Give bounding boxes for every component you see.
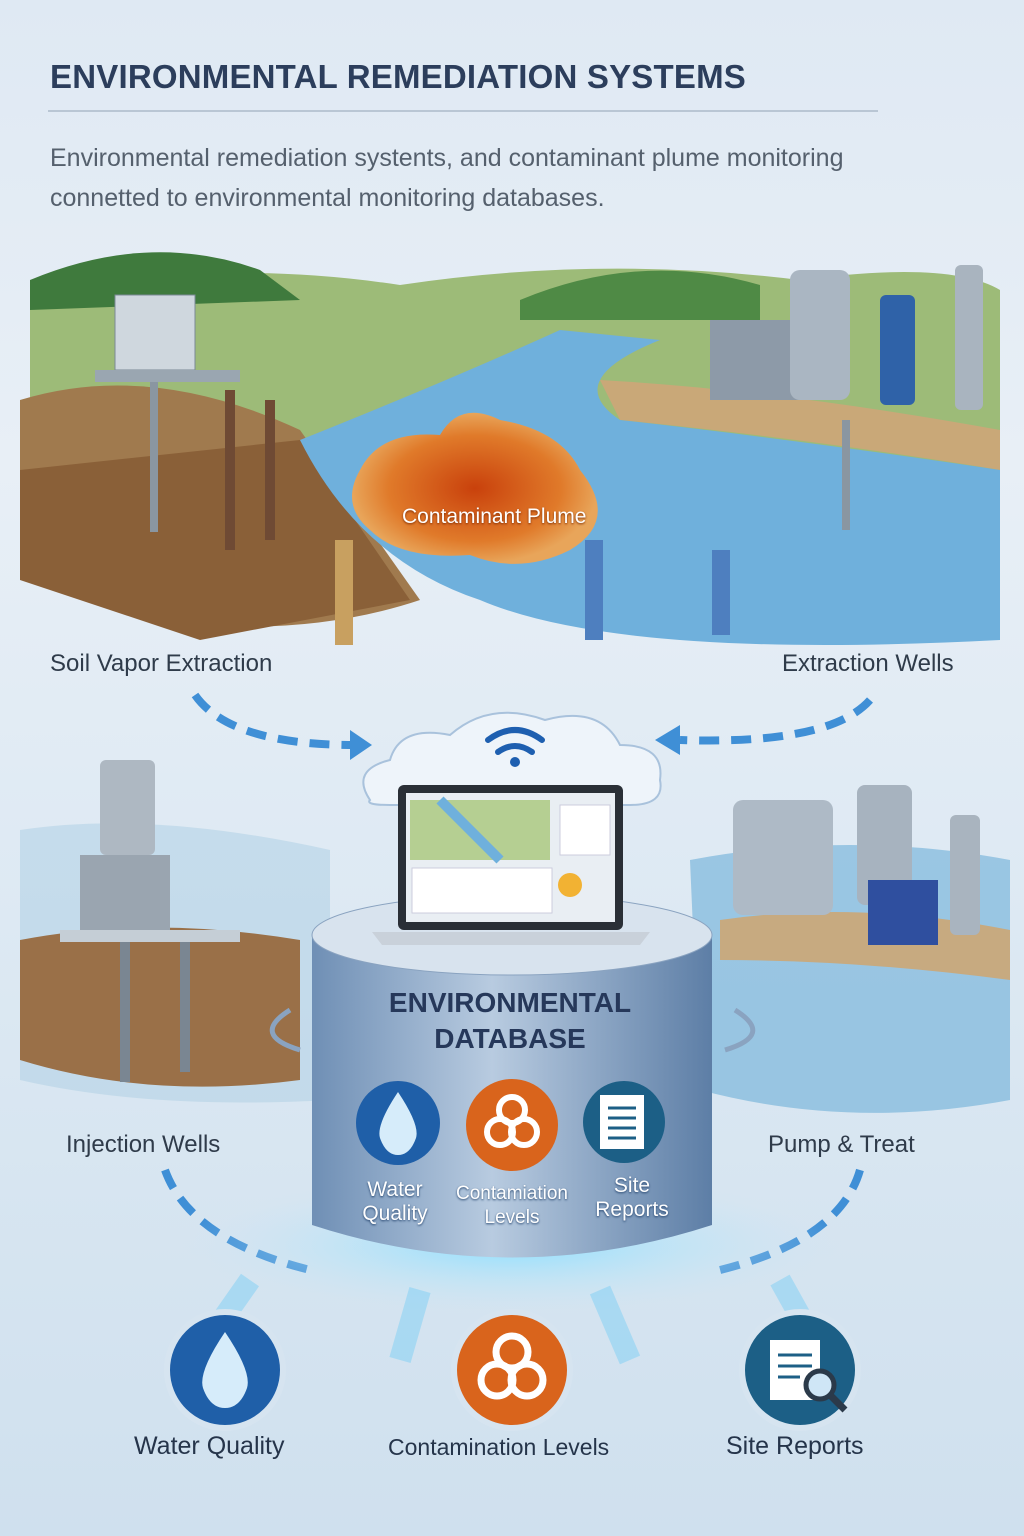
- page-title: ENVIRONMENTAL REMEDIATION SYSTEMS: [50, 58, 746, 95]
- database-title-line: ENVIRONMENTAL: [388, 987, 632, 1018]
- monitoring-well: [712, 550, 730, 635]
- caption-line: Reports: [595, 1198, 669, 1221]
- caption-line: Quality: [362, 1202, 428, 1225]
- water-drop-icon: [164, 1309, 286, 1431]
- label-extraction-wells: Extraction Wells: [782, 650, 954, 677]
- title-divider: [48, 110, 878, 112]
- database-title: ENVIRONMENTAL DATABASE: [330, 985, 690, 1057]
- laptop: [372, 785, 650, 945]
- biohazard-icon: [451, 1309, 573, 1431]
- wifi-icon: [485, 727, 545, 755]
- database-title-line: DATABASE: [434, 1023, 586, 1054]
- contaminant-plume: [352, 412, 598, 564]
- caption-line: Levels: [484, 1207, 540, 1228]
- subtitle-line: connetted to environmental monitoring da…: [50, 184, 605, 212]
- report-search-icon: [739, 1309, 861, 1431]
- label-pump-treat: Pump & Treat: [768, 1131, 915, 1158]
- label-soil-vapor-extraction: Soil Vapor Extraction: [50, 650, 273, 677]
- caption-line: Site: [613, 1174, 651, 1197]
- db-category-water-quality: Water Quality: [345, 1178, 445, 1226]
- monitoring-well: [335, 540, 353, 645]
- soil-vapor-unit: [114, 294, 196, 371]
- top-landscape: [20, 252, 1000, 645]
- pump-treat-scene: [690, 785, 1010, 1113]
- river: [300, 330, 1000, 645]
- db-category-site-reports: Site Reports: [582, 1174, 682, 1222]
- output-site-reports: Site Reports: [726, 1432, 864, 1460]
- subtitle-line: Environmental remediation systents, and …: [50, 144, 844, 172]
- caption-line: Contamiation: [456, 1183, 568, 1204]
- treatment-plant: [710, 320, 800, 400]
- label-injection-wells: Injection Wells: [66, 1131, 221, 1158]
- caption-line: Water: [367, 1178, 423, 1201]
- injection-wells-scene: [20, 760, 330, 1103]
- output-water-quality: Water Quality: [134, 1432, 285, 1460]
- monitoring-well: [585, 540, 603, 640]
- db-category-contamination-levels: Contamiation Levels: [442, 1182, 582, 1230]
- output-contamination-levels: Contamination Levels: [388, 1434, 610, 1460]
- plume-label: Contaminant Plume: [402, 505, 587, 528]
- subtitle: Environmental remediation systents, and …: [50, 138, 990, 218]
